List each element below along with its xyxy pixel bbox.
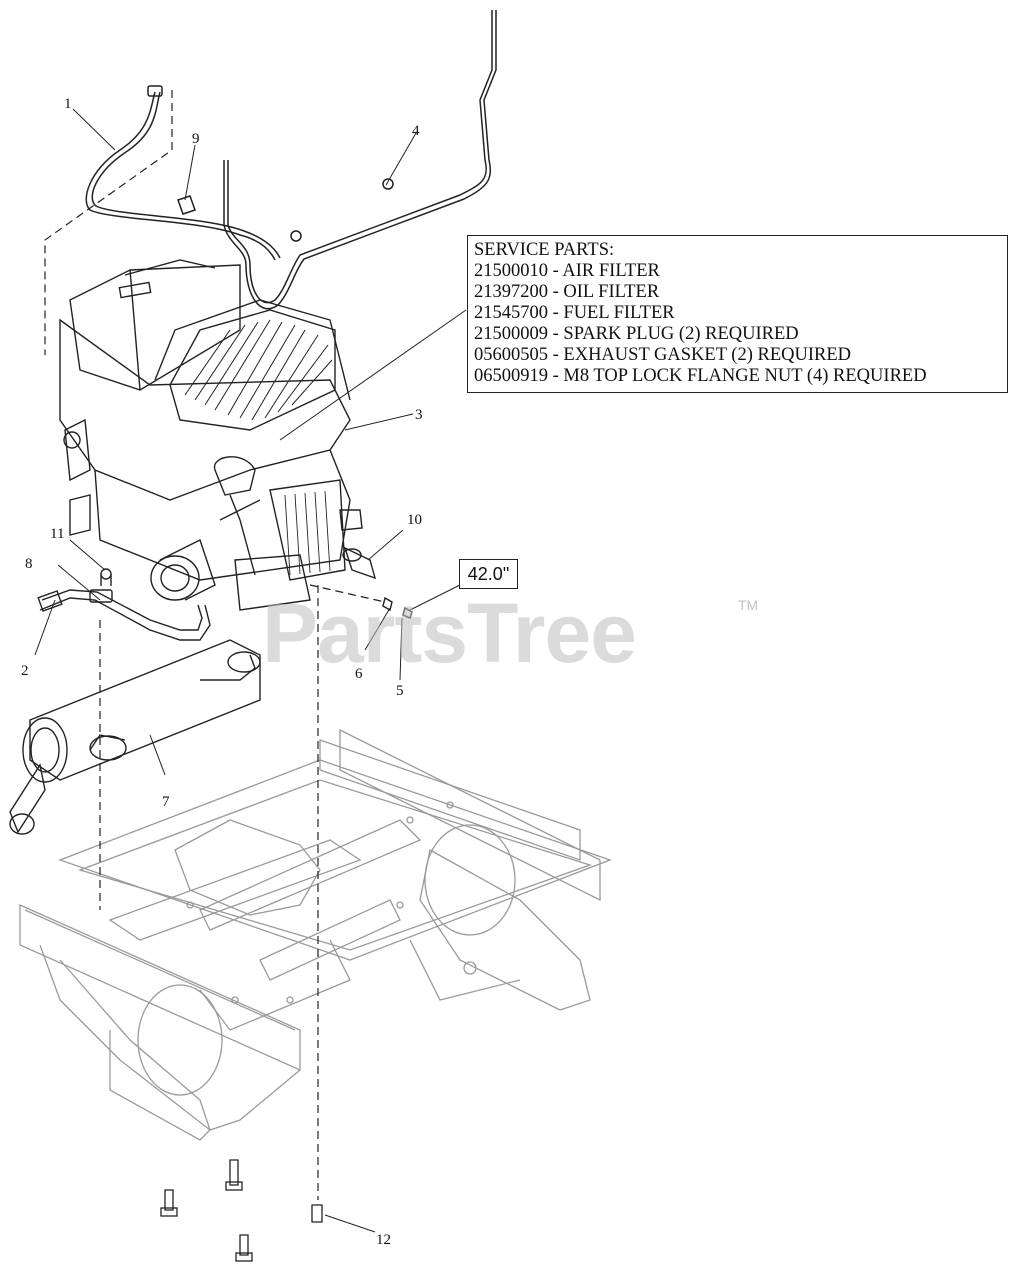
callout-1: 1 xyxy=(64,96,72,112)
engine xyxy=(59,259,363,611)
service-parts-title: SERVICE PARTS: xyxy=(474,240,615,260)
service-part-item: 05600505 - EXHAUST GASKET (2) REQUIRED xyxy=(474,345,852,365)
callout-4: 4 xyxy=(412,123,420,139)
dimension-label: 42.0" xyxy=(459,559,518,589)
callout-7: 7 xyxy=(162,794,170,810)
bolts xyxy=(160,1159,323,1262)
exhaust-parts xyxy=(9,546,413,835)
callout-3: 3 xyxy=(415,407,423,423)
callout-9: 9 xyxy=(192,131,200,147)
watermark-trademark: TM xyxy=(738,597,759,613)
leader-lines xyxy=(34,108,467,1233)
service-part-item: 21500009 - SPARK PLUG (2) REQUIRED xyxy=(474,324,799,344)
alignment-lines xyxy=(44,90,386,1200)
callout-11: 11 xyxy=(50,526,64,542)
service-part-item: 21545700 - FUEL FILTER xyxy=(474,303,675,323)
callout-10: 10 xyxy=(407,512,422,528)
chassis-frame xyxy=(19,728,612,1141)
service-part-item: 21500010 - AIR FILTER xyxy=(474,261,660,281)
callout-12: 12 xyxy=(376,1232,391,1248)
service-part-item: 21397200 - OIL FILTER xyxy=(474,282,660,302)
callout-8: 8 xyxy=(25,556,33,572)
callout-2: 2 xyxy=(21,663,29,679)
fuel-lines xyxy=(85,10,497,310)
service-part-item: 06500919 - M8 TOP LOCK FLANGE NUT (4) RE… xyxy=(474,366,927,386)
callout-numbers: 1 2 3 4 5 6 7 8 9 10 11 12 xyxy=(21,96,423,1248)
service-parts-box: SERVICE PARTS: 21500010 - AIR FILTER 213… xyxy=(467,235,1008,393)
callout-6: 6 xyxy=(355,666,363,682)
callout-5: 5 xyxy=(396,683,404,699)
